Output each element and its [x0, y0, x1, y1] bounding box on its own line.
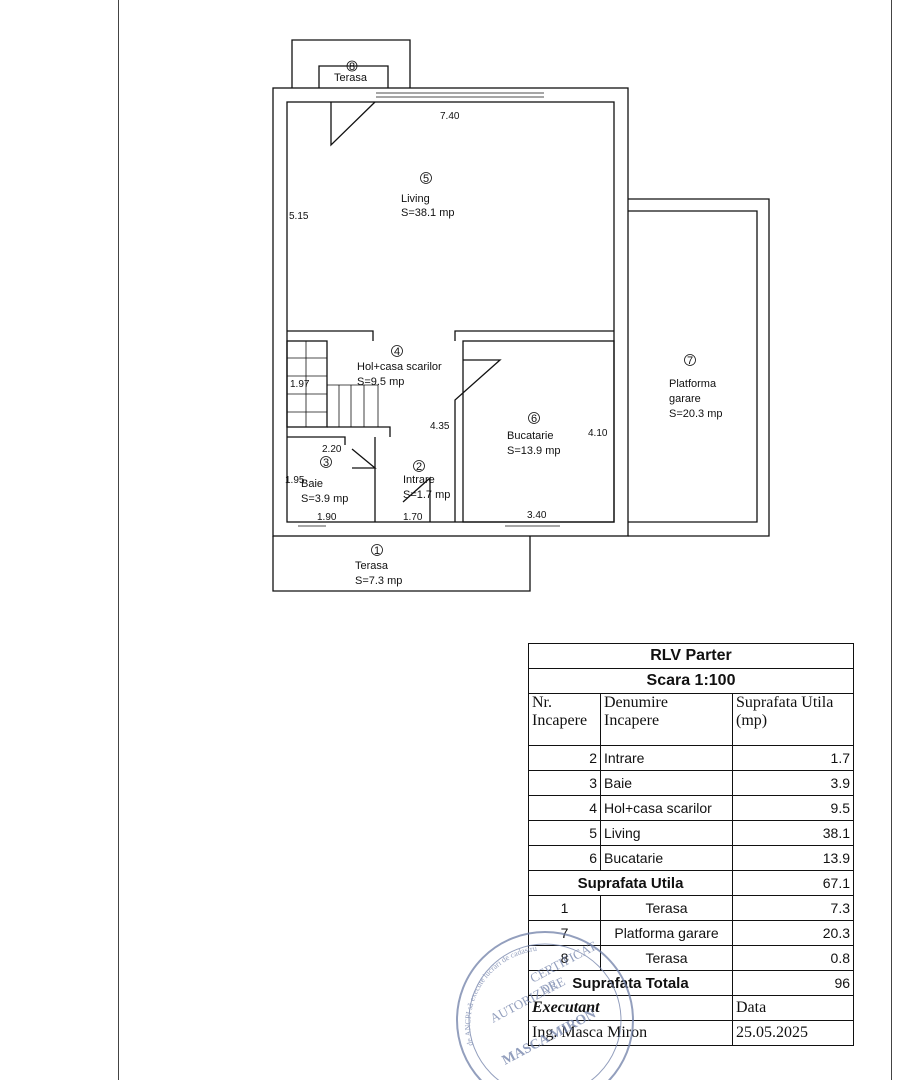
- svg-text:Living: Living: [401, 193, 430, 205]
- executant-row: Executant Data: [528, 995, 855, 1021]
- partition-living-left: [287, 330, 374, 341]
- stamp-arc-text: de ANCPI să execute lucrări de cadastru: [463, 944, 537, 1047]
- page-left-edge: [118, 0, 119, 1080]
- dim-bath-height: 1.95: [285, 475, 305, 486]
- table-row: 5 Living 38.1: [528, 820, 855, 846]
- dim-stairs: 1.97: [290, 379, 310, 390]
- floor-plan: 8 Terasa 5 Living S=38.1 mp 4 Hol+casa s…: [272, 39, 770, 592]
- svg-text:8: 8: [349, 61, 355, 73]
- dim-hall-width: 2.20: [322, 444, 342, 455]
- header-suprafata: Suprafata Utila(mp): [731, 693, 855, 746]
- page-right-edge: [891, 0, 892, 1080]
- util-area-row: Suprafata Utila 67.1: [528, 870, 855, 896]
- svg-text:4: 4: [394, 346, 400, 358]
- terrace-8-outline: [291, 39, 411, 88]
- table-row: 3 Baie 3.9: [528, 770, 855, 796]
- dim-living-height: 5.15: [289, 211, 309, 222]
- room-2-label: 2 Intrare S=1.7 mp: [403, 460, 450, 501]
- svg-text:garare: garare: [669, 393, 701, 405]
- rlv-table: RLV Parter Scara 1:100 Nr.Incapere Denum…: [527, 643, 855, 1046]
- table-row: 7 Platforma garare 20.3: [528, 920, 855, 946]
- room-5-label: 5 Living S=38.1 mp: [401, 172, 455, 219]
- svg-text:Intrare: Intrare: [403, 474, 435, 486]
- door-swing-living: [330, 101, 376, 147]
- room-8-label: 8 Terasa: [334, 60, 368, 84]
- svg-text:1: 1: [374, 545, 380, 557]
- svg-text:S=20.3 mp: S=20.3 mp: [669, 408, 723, 420]
- executant-label: Executant: [528, 995, 733, 1021]
- stairs: [286, 340, 328, 428]
- door-swing-kitchen: [454, 359, 502, 522]
- dim-entrance-width: 1.70: [403, 512, 423, 523]
- terrace-8-inner: [318, 65, 389, 88]
- wall-bath-top: [287, 436, 346, 445]
- total-area-value: 96: [731, 970, 855, 996]
- room-6-label: 6 Bucatarie S=13.9 mp: [507, 412, 561, 457]
- door-swing-entrance: [402, 476, 431, 522]
- partition-living-right: [454, 330, 614, 341]
- header-nr: Nr.Incapere: [528, 693, 601, 746]
- svg-text:Terasa: Terasa: [355, 560, 389, 572]
- svg-text:S=1.7 mp: S=1.7 mp: [403, 489, 450, 501]
- garage-platform-outline: [628, 198, 770, 537]
- util-area-label: Suprafata Utila: [528, 870, 733, 896]
- dim-kitchen-height: 4.10: [588, 428, 608, 439]
- svg-text:Terasa: Terasa: [334, 72, 368, 84]
- total-area-row: Suprafata Totala 96: [528, 970, 855, 996]
- svg-text:Platforma: Platforma: [669, 378, 717, 390]
- signature-row: Ing. Masca Miron 25.05.2025: [528, 1020, 855, 1046]
- svg-text:S=38.1 mp: S=38.1 mp: [401, 207, 455, 219]
- svg-text:Hol+casa scarilor: Hol+casa scarilor: [357, 361, 442, 373]
- svg-text:S=9.5 mp: S=9.5 mp: [357, 376, 404, 388]
- room-1-label: 1 Terasa S=7.3 mp: [355, 544, 402, 587]
- room-4-label: 4 Hol+casa scarilor S=9.5 mp: [357, 345, 442, 388]
- dim-living-width: 7.40: [440, 111, 460, 122]
- svg-text:5: 5: [423, 173, 429, 185]
- table-row: 1 Terasa 7.3: [528, 895, 855, 921]
- svg-text:Bucatarie: Bucatarie: [507, 430, 553, 442]
- dim-kitchen-width: 3.40: [527, 510, 547, 521]
- table-row: 2 Intrare 1.7: [528, 745, 855, 771]
- svg-text:2: 2: [416, 461, 422, 473]
- room-3-label: 3 Baie S=3.9 mp: [301, 456, 348, 505]
- dim-bath-width: 1.90: [317, 512, 337, 523]
- wall-kitchen: [462, 340, 615, 523]
- terrace-1-outline: [272, 536, 531, 592]
- table-row: 4 Hol+casa scarilor 9.5: [528, 795, 855, 821]
- table-row: 6 Bucatarie 13.9: [528, 845, 855, 871]
- garage-platform-inner: [628, 210, 758, 523]
- svg-text:3: 3: [323, 457, 329, 469]
- inner-wall: [286, 101, 615, 523]
- executant-name: Ing. Masca Miron: [528, 1020, 733, 1046]
- outer-wall: [272, 87, 629, 537]
- svg-text:6: 6: [531, 413, 537, 425]
- table-row: 8 Terasa 0.8: [528, 945, 855, 971]
- svg-text:7: 7: [687, 355, 693, 367]
- date-label: Data: [731, 995, 855, 1021]
- date-value: 25.05.2025: [731, 1020, 855, 1046]
- svg-text:S=3.9 mp: S=3.9 mp: [301, 493, 348, 505]
- table-title: RLV Parter: [527, 643, 855, 669]
- door-swing-bath: [351, 448, 377, 469]
- svg-text:S=7.3 mp: S=7.3 mp: [355, 575, 402, 587]
- svg-text:S=13.9 mp: S=13.9 mp: [507, 445, 561, 457]
- total-area-label: Suprafata Totala: [528, 970, 733, 996]
- dim-hall-height: 4.35: [430, 421, 450, 432]
- room-7-label: 7 Platforma garare S=20.3 mp: [669, 354, 723, 420]
- svg-text:Baie: Baie: [301, 478, 323, 490]
- table-scale: Scara 1:100: [527, 668, 855, 694]
- util-area-value: 67.1: [731, 870, 855, 896]
